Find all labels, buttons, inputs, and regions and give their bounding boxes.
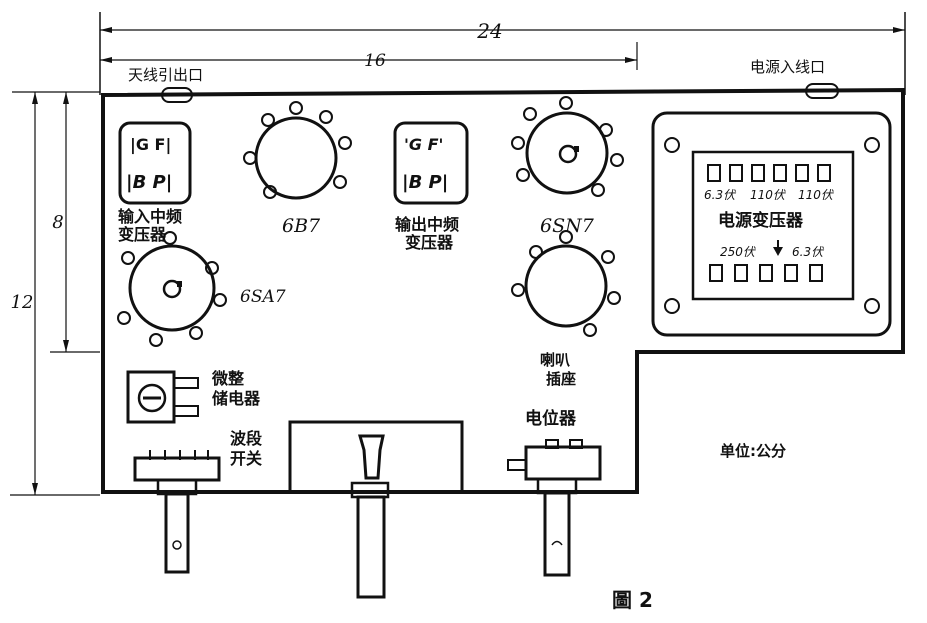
trimmer-capacitor-label-1: 微整 [211, 369, 244, 388]
power-inlet-grommet [805, 83, 839, 99]
speaker-socket-label-1: 喇叭 [540, 351, 570, 369]
trimmer-capacitor [126, 370, 199, 424]
speaker-socket-label-2: 插座 [546, 370, 576, 388]
input-if-transformer: |G F| |B P| [118, 121, 192, 205]
input-if-label-1: 输入中频 [118, 207, 182, 226]
tube-socket-6sa7 [117, 231, 227, 347]
in-if-pins-top: |G F| [130, 135, 171, 155]
dimension-lines [10, 12, 906, 496]
pt-top-value-3: 110伏 [798, 188, 835, 202]
figure-caption: 圖 2 [612, 588, 653, 612]
antenna-outlet-label: 天线引出口 [128, 66, 203, 84]
pt-bottom-value-1: 250伏 [720, 245, 757, 259]
potentiometer-label: 电位器 [525, 408, 577, 429]
tuning-capacitor [288, 420, 464, 599]
out-if-pins-bottom: |B P| [402, 172, 448, 193]
tube-6sa7-label: 6SA7 [240, 287, 286, 307]
tube-6sn7-label: 6SN7 [540, 215, 595, 237]
dim-partial-height: 8 [52, 212, 63, 233]
band-switch [133, 450, 221, 574]
in-if-pins-bottom: |B P| [126, 172, 172, 193]
output-if-label-2: 变压器 [405, 233, 454, 252]
power-inlet-label: 电源入线口 [750, 58, 825, 76]
antenna-outlet-grommet [161, 87, 193, 103]
dim-partial-width: 16 [364, 51, 386, 71]
power-transformer [651, 111, 892, 337]
out-if-pins-top: 'G F' [404, 135, 443, 154]
pt-bottom-value-2: 6.3伏 [792, 245, 825, 259]
band-switch-label-1: 波段 [230, 429, 263, 448]
unit-note: 单位:公分 [720, 442, 786, 460]
power-transformer-label: 电源变压器 [718, 210, 804, 231]
tube-6b7-label: 6B7 [282, 215, 321, 237]
output-if-transformer: 'G F' |B P| [393, 121, 469, 205]
potentiometer [507, 439, 602, 577]
tube-socket-6b7 [243, 101, 352, 200]
band-switch-label-2: 开关 [230, 449, 262, 468]
speaker-socket [511, 230, 621, 337]
chassis-outline [101, 87, 905, 494]
pt-top-value-2: 110伏 [750, 188, 787, 202]
trimmer-capacitor-label-2: 储电器 [211, 389, 261, 408]
dim-total-height: 12 [11, 292, 34, 313]
input-if-label-2: 变压器 [118, 225, 167, 244]
pt-top-value-1: 6.3伏 [704, 188, 737, 202]
dim-total-width: 24 [476, 19, 502, 43]
output-if-label-1: 输出中频 [395, 215, 459, 234]
tube-socket-6sn7 [511, 96, 624, 197]
